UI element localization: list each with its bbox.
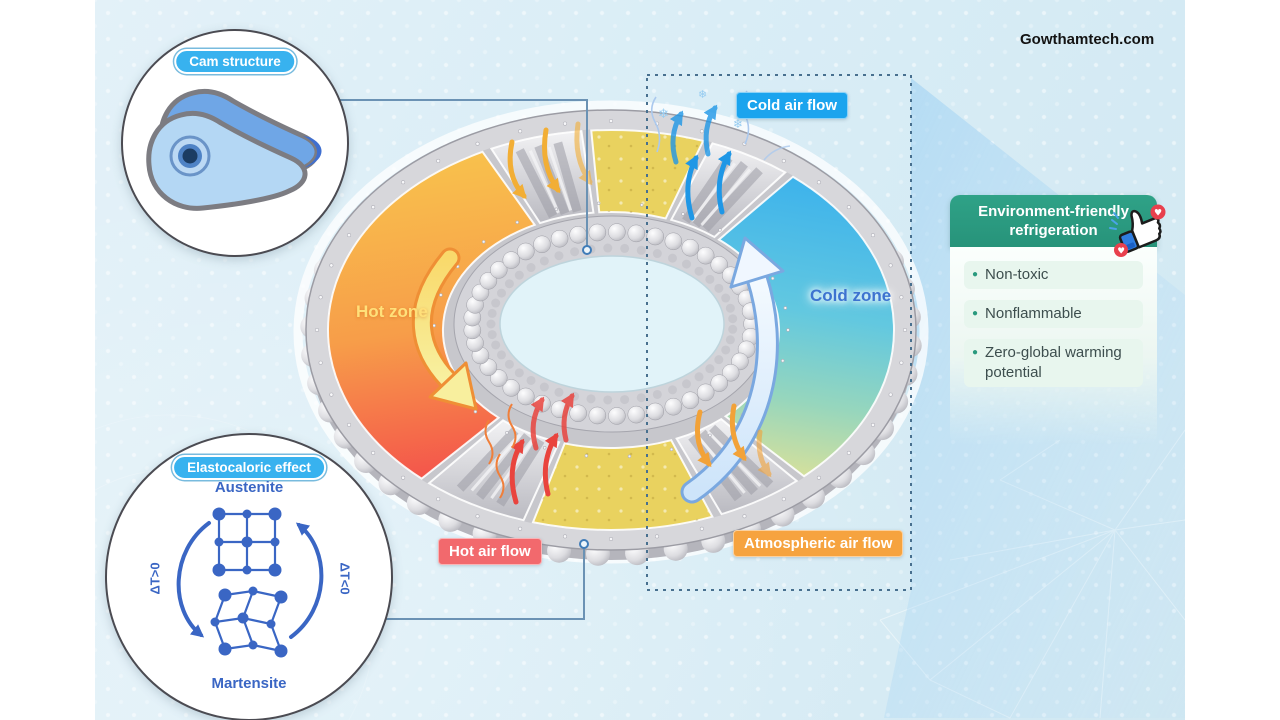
cold-zone-label: Cold zone	[810, 286, 892, 305]
martensite-label: Martensite	[211, 675, 287, 692]
austenite-label: Austenite	[214, 479, 284, 496]
elastocaloric-effect-pill-label: Elastocaloric effect	[172, 455, 326, 480]
vent-arrows-top-right	[669, 104, 732, 221]
yellow-sector-bottom-dots	[532, 440, 713, 530]
benefits-panel-title: Environment-friendly refrigeration	[950, 195, 1157, 247]
thumbs-up-icon: ♥ ♥	[1108, 198, 1170, 260]
bullet-icon: ●	[972, 308, 979, 319]
heat-squiggle-lines	[484, 403, 517, 499]
delta-t-negative-label: ΔT<0	[337, 562, 353, 595]
phase-cycle-arrows	[176, 521, 324, 639]
benefit-text: Non-toxic	[985, 266, 1049, 283]
benefit-item: ● Non-toxic	[964, 261, 1143, 289]
atmospheric-air-flow-label: Atmospheric air flow	[733, 530, 904, 557]
cam-structure-inset: Cam structure	[121, 29, 349, 257]
svg-text:♥: ♥	[1117, 247, 1125, 257]
benefits-panel-body: ● Non-toxic ● Nonflammable ● Zero-global…	[950, 247, 1157, 444]
benefit-item: ● Nonflammable	[964, 300, 1143, 328]
benefits-panel: Environment-friendly refrigeration ● Non…	[950, 195, 1157, 444]
benefit-text: Nonflammable	[985, 305, 1082, 322]
bullet-icon: ●	[972, 269, 979, 280]
watermark-text: Gowthamtech.com	[1020, 31, 1155, 48]
snowflake-icons: ❄ ❄ ❄	[658, 88, 743, 131]
cam-connector-line	[337, 99, 592, 255]
center-hole	[499, 255, 725, 393]
hot-zone-label: Hot zone	[356, 302, 428, 321]
like-heart-badges: ♥ ♥	[1114, 204, 1166, 257]
svg-text:❄: ❄	[698, 88, 707, 101]
svg-text:❄: ❄	[733, 117, 743, 131]
bullet-icon: ●	[972, 347, 979, 358]
cam-structure-pill-label: Cam structure	[174, 49, 296, 74]
cold-zone-flow-arrow	[680, 236, 785, 504]
svg-text:❄: ❄	[658, 107, 669, 122]
elastocaloric-effect-inset: Elastocaloric effect Austenite Martensit…	[105, 433, 393, 720]
cold-section-dashed-box	[646, 74, 912, 591]
delta-t-positive-label: ΔT>0	[147, 562, 163, 595]
inner-roller-balls	[463, 223, 761, 425]
vent-arrows-bottom-right	[695, 403, 772, 478]
hot-zone-flow-arrow	[411, 247, 478, 411]
elastocaloric-connector-line	[382, 539, 589, 620]
martensite-lattice	[210, 586, 288, 658]
cam-illustration	[146, 88, 322, 211]
cam-bearing-hole	[169, 135, 211, 177]
phase-transition-illustration	[176, 507, 324, 658]
hot-air-flow-label: Hot air flow	[438, 538, 542, 565]
austenite-lattice	[212, 507, 282, 577]
svg-text:♥: ♥	[1154, 209, 1162, 219]
benefit-text: Zero-global warming potential	[985, 344, 1122, 381]
benefit-item: ● Zero-global warming potential	[964, 339, 1143, 387]
vent-arrows-bottom-left	[509, 392, 575, 505]
cold-air-flow-label: Cold air flow	[736, 92, 848, 119]
inner-roller-pins	[486, 243, 738, 405]
